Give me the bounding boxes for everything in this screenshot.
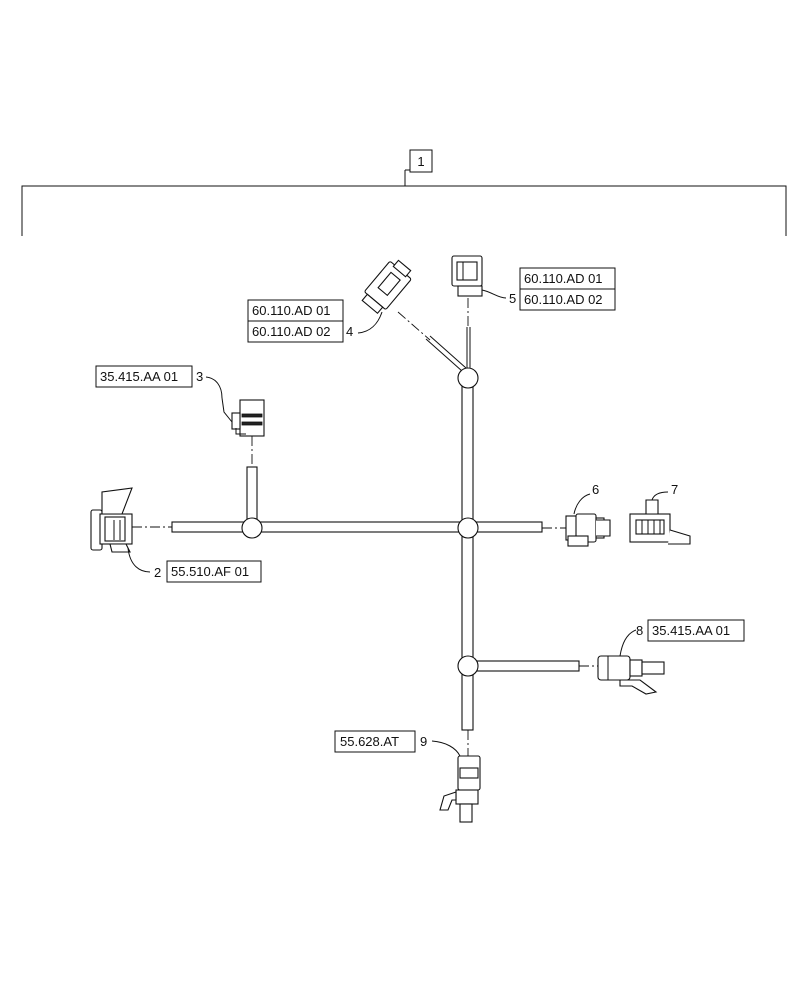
- callout-number: 7: [671, 482, 678, 497]
- junction-lower: [457, 655, 479, 677]
- callout-item-5: 5 60.110.AD 01 60.110.AD 02: [481, 267, 616, 311]
- callout-number: 5: [509, 291, 516, 306]
- junction-left: [241, 517, 263, 539]
- assembly-item-number: 1: [417, 154, 424, 169]
- reference-code: 60.110.AD 01: [524, 271, 603, 286]
- reference-code: 35.415.AA 01: [652, 623, 730, 638]
- callout-item-7: 7: [651, 482, 678, 501]
- callout-item-8: 8 35.415.AA 01: [619, 619, 745, 657]
- junction-center: [457, 517, 479, 539]
- callout-number: 9: [420, 734, 427, 749]
- connector-item-9: [439, 755, 481, 823]
- callout-item-2: 2 55.510.AF 01: [127, 547, 262, 583]
- callout-item-9: 55.628.AT 9: [334, 730, 461, 757]
- callout-item-3: 35.415.AA 01 3: [95, 365, 223, 399]
- reference-code: 60.110.AD 02: [252, 324, 331, 339]
- reference-code: 60.110.AD 02: [524, 292, 603, 307]
- callout-number: 8: [636, 623, 643, 638]
- connector-item-7: [629, 499, 691, 545]
- reference-code: 55.628.AT: [340, 734, 399, 749]
- callout-item-6: 6: [573, 482, 599, 515]
- connector-item-5: [451, 255, 483, 297]
- reference-code: 60.110.AD 01: [252, 303, 331, 318]
- connector-item-6: [565, 513, 611, 547]
- harness-wires: [171, 327, 580, 731]
- callout-item-4: 60.110.AD 01 60.110.AD 02 4: [247, 299, 383, 343]
- reference-code: 55.510.AF 01: [171, 564, 249, 579]
- callout-number: 2: [154, 565, 161, 580]
- junction-top: [457, 367, 479, 389]
- harness-junctions: [241, 367, 479, 677]
- assembly-bracket: 1: [21, 149, 787, 236]
- center-lines: [132, 298, 598, 756]
- connector-item-3: [221, 397, 265, 437]
- callout-number: 6: [592, 482, 599, 497]
- connector-item-2: [90, 487, 133, 553]
- callout-number: 4: [346, 324, 353, 339]
- connector-item-4: [361, 259, 412, 315]
- callout-number: 3: [196, 369, 203, 384]
- reference-code: 35.415.AA 01: [100, 369, 178, 384]
- connector-item-8: [597, 655, 665, 695]
